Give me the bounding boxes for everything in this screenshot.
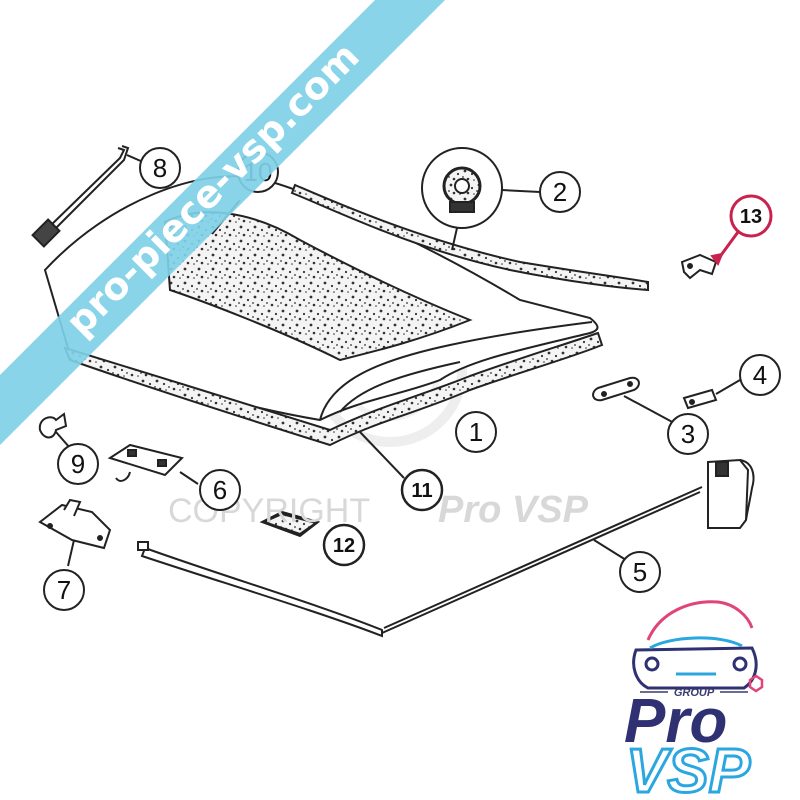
- copyright-brand: Pro VSP: [438, 489, 589, 531]
- part-2-seal-strip: [290, 147, 649, 292]
- callout-5-label: 5: [633, 557, 647, 587]
- callout-5: 5: [619, 551, 661, 593]
- part-9-clip: [38, 412, 71, 449]
- callout-12-label: 12: [333, 535, 355, 557]
- callout-12: 12: [322, 523, 366, 567]
- callout-6: 6: [199, 469, 241, 511]
- callout-9: 9: [57, 443, 99, 485]
- part-6-hinge-plate: [107, 443, 199, 485]
- logo-vsp-text: VSP: [626, 737, 751, 800]
- logo-hex-icon: [748, 674, 764, 693]
- callout-9-label: 9: [71, 449, 85, 479]
- callout-11: 11: [400, 468, 444, 512]
- callout-8-label: 8: [153, 153, 167, 183]
- callout-1-label: 1: [469, 417, 483, 447]
- part-11-hood-seal: [63, 331, 604, 479]
- release-handle: [707, 458, 755, 529]
- callout-13: 13: [729, 194, 773, 238]
- part-8-prop-rod: [31, 145, 144, 248]
- callout-2-label: 2: [553, 177, 567, 207]
- callout-8: 8: [139, 147, 181, 189]
- part-5-release-cable: [137, 458, 755, 638]
- callout-3-label: 3: [681, 419, 695, 449]
- callout-2: 2: [539, 171, 581, 213]
- part-4-striker: [682, 379, 741, 410]
- callout-11-label: 11: [411, 480, 432, 502]
- copyright-watermark: COPYRIGHT Pro VSP: [168, 489, 589, 531]
- part-3-bracket: [592, 376, 677, 425]
- part-7-lock: [38, 498, 112, 567]
- callout-1: 1: [455, 411, 497, 453]
- callout-7: 7: [43, 569, 85, 611]
- callout-4: 4: [739, 354, 781, 396]
- callout-13-label: 13: [740, 206, 762, 228]
- part-12-pad: [259, 510, 321, 538]
- logo-car-icon: [632, 600, 758, 690]
- callout-7-label: 7: [57, 575, 71, 605]
- callout-4-label: 4: [753, 360, 767, 390]
- logo-group-label: GROUP: [674, 687, 715, 699]
- logo-pro-text: Pro: [624, 687, 727, 756]
- callout-6-label: 6: [213, 475, 227, 505]
- seal-cross-section: [421, 147, 503, 229]
- part-13-clip: [680, 231, 740, 280]
- callout-3: 3: [667, 413, 709, 455]
- provsp-logo: GROUP Pro VSP: [624, 600, 764, 800]
